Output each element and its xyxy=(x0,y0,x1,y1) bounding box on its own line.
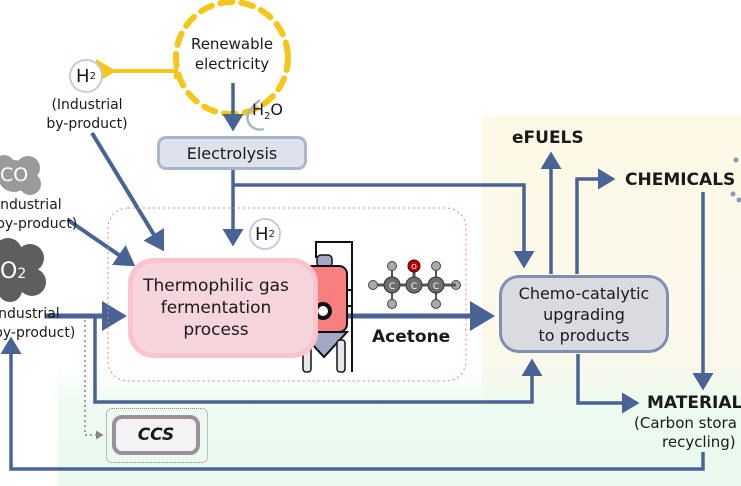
to-chemicals-arrow xyxy=(575,168,616,274)
bypass-to-upgrading-arrow xyxy=(93,316,543,404)
chemicals-label: CHEMICALS xyxy=(625,170,736,190)
co2-cloud-icon xyxy=(0,238,46,302)
co-cloud-icon xyxy=(0,155,41,195)
efuels-label: eFUELS xyxy=(512,128,584,148)
electrolysis-to-upgrading-arrow xyxy=(233,183,535,269)
acetone-label: Acetone xyxy=(372,327,451,347)
svg-text:C: C xyxy=(411,282,417,292)
co-label: Industrial by-product) xyxy=(0,197,78,232)
materials-sublabel: (Carbon stora recycling) xyxy=(634,414,737,451)
chemo-catalytic-upgrading-box: Chemo-catalytic upgrading to products xyxy=(499,275,669,353)
water-label: H2O xyxy=(252,100,283,123)
materials-label: MATERIAL xyxy=(647,393,741,413)
ccs-dotted-arrow xyxy=(84,320,104,440)
svg-text:C: C xyxy=(389,282,395,292)
ccs-outline xyxy=(106,408,208,463)
ccs-box: CCS xyxy=(112,415,200,455)
fermentation-region-outline xyxy=(107,207,467,382)
acetone-molecule-icon: C C C O xyxy=(368,259,461,309)
electrolysis-box: Electrolysis xyxy=(157,136,307,170)
renewable-electricity-label: Renewable electricity xyxy=(190,35,274,73)
co2-symbol: O2 xyxy=(0,259,27,284)
co-symbol: CO xyxy=(0,164,29,186)
h2-to-fermentation-arrow xyxy=(90,131,165,252)
svg-text:O: O xyxy=(411,263,417,271)
svg-text:C: C xyxy=(433,282,439,292)
h2-industrial-label: (Industrial by-product) xyxy=(46,97,128,132)
to-materials-arrow xyxy=(576,354,640,414)
co2-label: Industrial by-product) xyxy=(0,306,76,341)
water-drop-icon xyxy=(246,99,265,131)
recycling-loop-arrow xyxy=(0,336,705,471)
co-to-fermentation-arrow xyxy=(66,218,136,267)
fermentation-process-box: Thermophilic gas fermentation process xyxy=(128,258,318,358)
